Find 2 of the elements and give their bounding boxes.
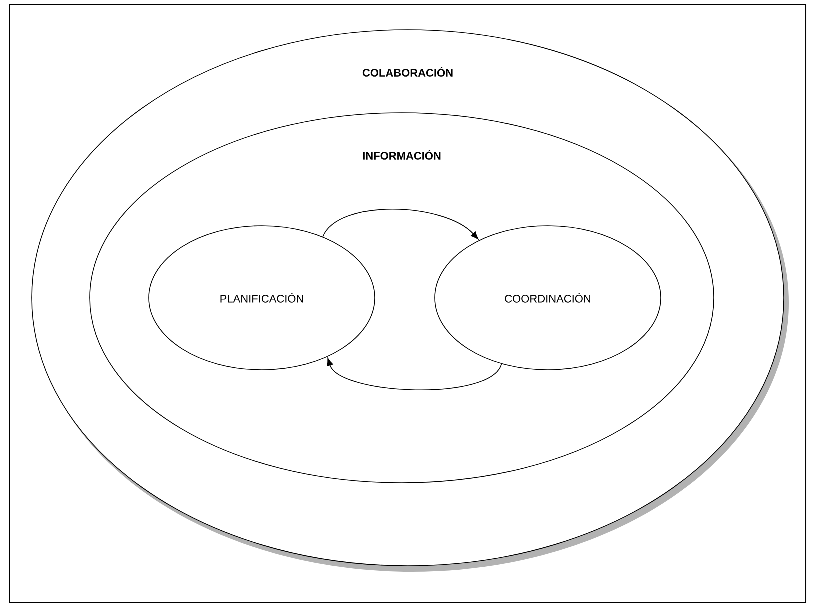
arrow	[327, 358, 502, 390]
arrow	[322, 208, 479, 240]
